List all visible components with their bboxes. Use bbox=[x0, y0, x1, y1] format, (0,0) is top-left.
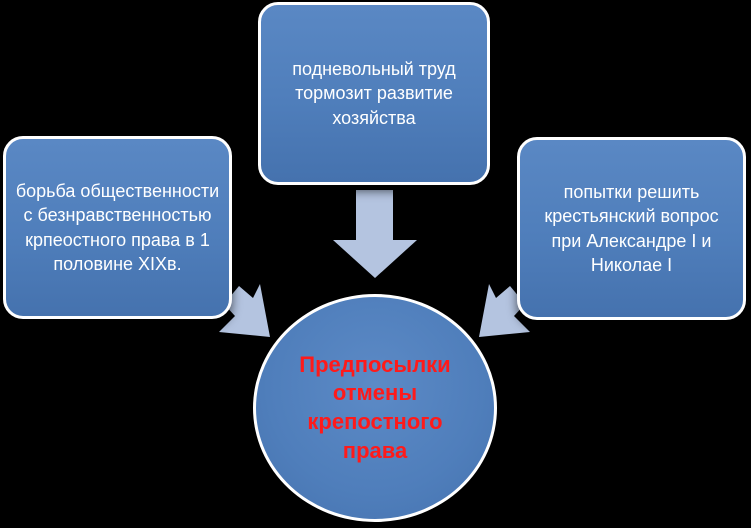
center-circle: Предпосылки отмены крепостного права bbox=[253, 294, 497, 522]
box-peasant-question-text: попытки решить крестьянский вопрос при А… bbox=[544, 182, 719, 275]
box-peasant-question: попытки решить крестьянский вопрос при А… bbox=[517, 137, 746, 320]
box-public-struggle: борьба общественности с безнравственност… bbox=[3, 136, 232, 319]
box-serf-labor-text: подневольный труд тормозит развитие хозя… bbox=[292, 59, 456, 128]
arrow-top-to-center bbox=[333, 190, 417, 278]
box-public-struggle-text: борьба общественности с безнравственност… bbox=[15, 181, 220, 274]
box-serf-labor: подневольный труд тормозит развитие хозя… bbox=[258, 2, 490, 185]
center-circle-title: Предпосылки отмены крепостного права bbox=[299, 351, 451, 463]
